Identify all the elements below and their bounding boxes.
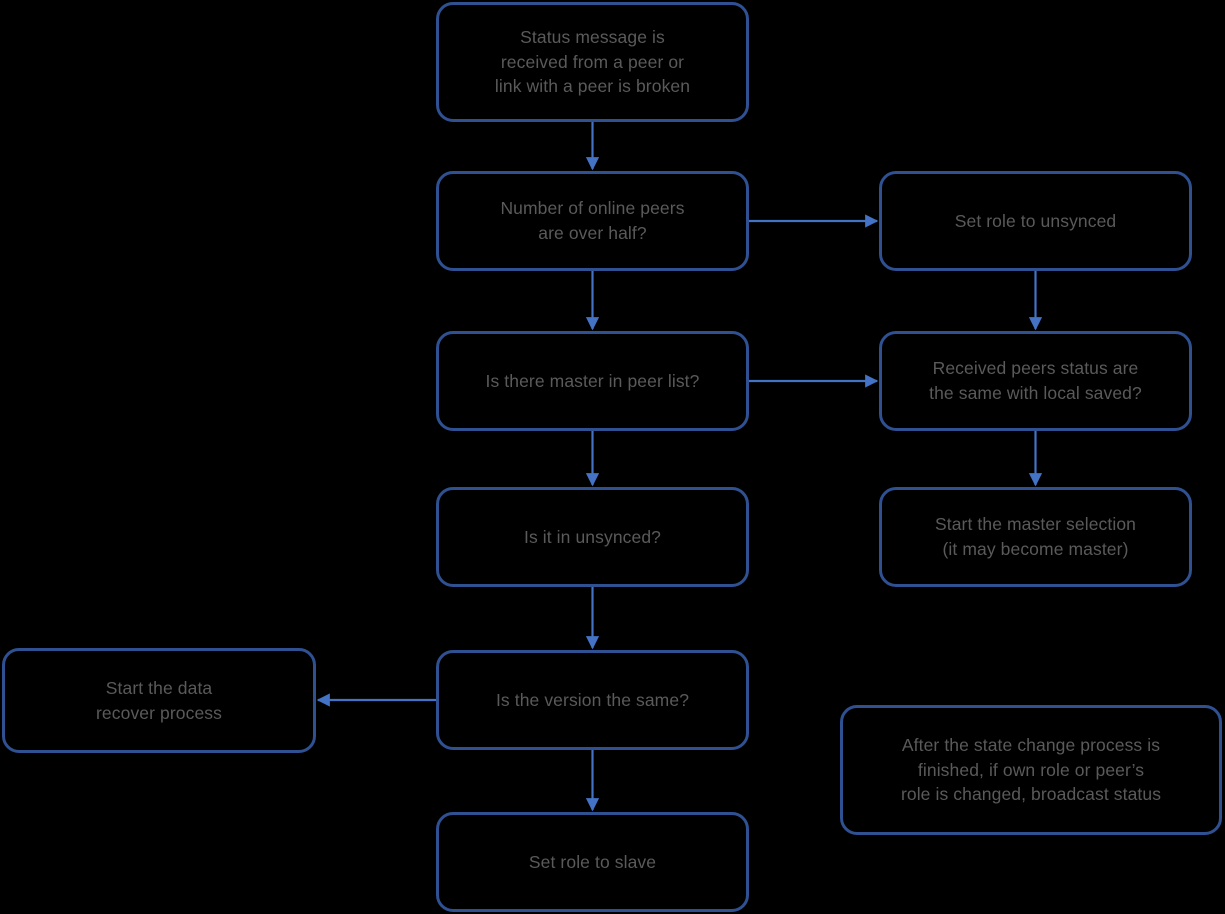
node-set-role-to-slave[interactable]: Set role to slave bbox=[436, 812, 749, 912]
node-set-role-to-slave-label: Set role to slave bbox=[528, 851, 657, 872]
node-master-in-peer-list[interactable]: Is there master in peer list? bbox=[436, 331, 749, 431]
node-status-message[interactable]: Status message is received from a peer o… bbox=[436, 2, 749, 122]
node-start-data-recover-process-label: Start the data recover process bbox=[96, 677, 222, 723]
node-start-master-selection[interactable]: Start the master selection (it may becom… bbox=[879, 487, 1192, 587]
node-is-it-in-unsynced-label: Is it in unsynced? bbox=[523, 526, 661, 547]
node-start-master-selection-label: Start the master selection (it may becom… bbox=[934, 514, 1137, 559]
node-is-version-the-same[interactable]: Is the version the same? bbox=[436, 650, 749, 750]
node-is-it-in-unsynced[interactable]: Is it in unsynced? bbox=[436, 487, 749, 587]
node-is-version-the-same-label: Is the version the same? bbox=[495, 689, 690, 710]
node-start-data-recover-process[interactable]: Start the data recover process bbox=[2, 648, 316, 753]
node-master-in-peer-list-label: Is there master in peer list? bbox=[485, 370, 700, 391]
node-set-role-to-unsynced[interactable]: Set role to unsynced bbox=[879, 171, 1192, 271]
node-online-peers[interactable]: Number of online peers are over half? bbox=[436, 171, 749, 271]
node-online-peers-label: Number of online peers are over half? bbox=[500, 198, 685, 243]
note-broadcast-status-label: After the state change process is finish… bbox=[900, 734, 1162, 805]
node-received-peers-status-same[interactable]: Received peers status are the same with … bbox=[879, 331, 1192, 431]
note-broadcast-status[interactable]: After the state change process is finish… bbox=[840, 705, 1222, 835]
node-set-role-to-unsynced-label: Set role to unsynced bbox=[954, 210, 1117, 231]
node-status-message-label: Status message is received from a peer o… bbox=[494, 26, 691, 97]
node-received-peers-status-same-label: Received peers status are the same with … bbox=[929, 358, 1142, 403]
